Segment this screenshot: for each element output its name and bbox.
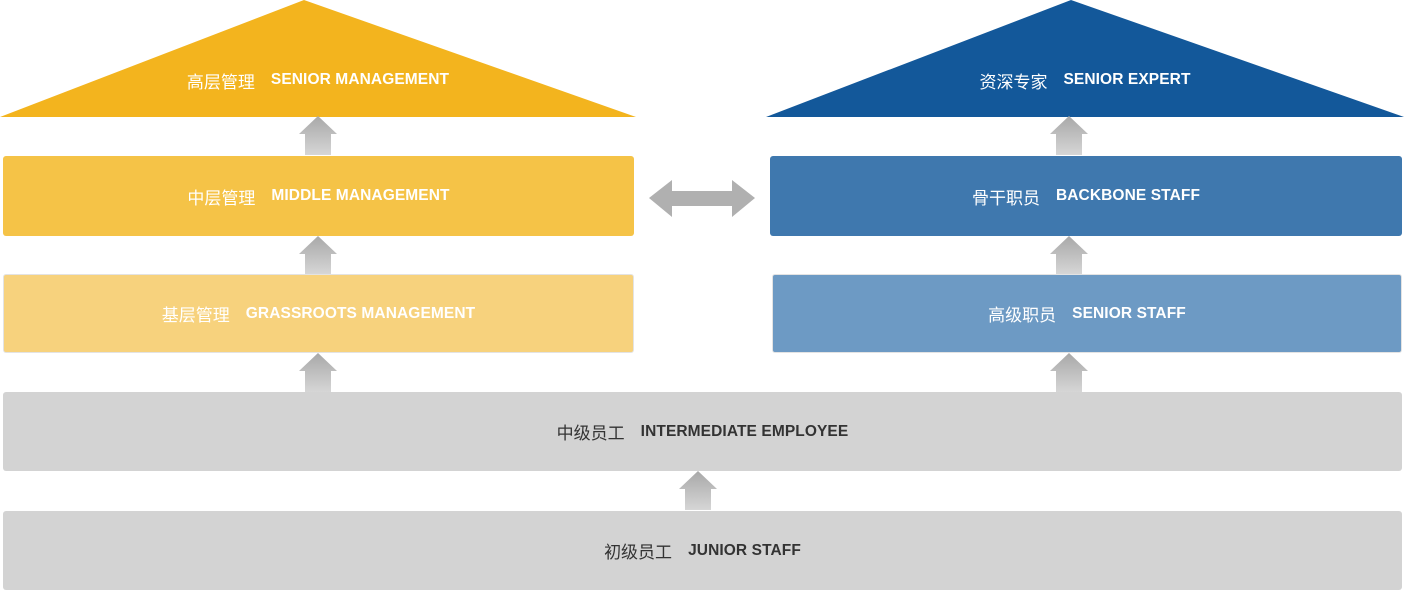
- senior-expert-en: SENIOR EXPERT: [1063, 71, 1191, 88]
- intermediate-employee-en: INTERMEDIATE EMPLOYEE: [640, 422, 849, 440]
- senior-management-triangle: [0, 0, 636, 117]
- up-arrow-icon: [299, 116, 337, 155]
- senior-expert-zh: 资深专家: [979, 72, 1048, 93]
- senior-staff-en: SENIOR STAFF: [1072, 304, 1186, 322]
- double-arrow-icon: [649, 180, 755, 217]
- senior-staff-box: 高级职员 SENIOR STAFF: [772, 274, 1402, 353]
- up-arrow-icon: [299, 236, 337, 274]
- grassroots-management-box: 基层管理 GRASSROOTS MANAGEMENT: [3, 274, 634, 353]
- senior-expert-label: 资深专家 SENIOR EXPERT: [766, 62, 1404, 98]
- up-arrow-icon: [1050, 236, 1088, 274]
- senior-management-en: SENIOR MANAGEMENT: [270, 71, 450, 88]
- backbone-staff-box: 骨干职员 BACKBONE STAFF: [770, 156, 1402, 236]
- up-arrow-icon: [1050, 353, 1088, 392]
- junior-staff-en: JUNIOR STAFF: [688, 541, 801, 559]
- senior-management-zh: 高层管理: [186, 72, 255, 93]
- senior-expert-triangle: [766, 0, 1404, 117]
- intermediate-employee-box: 中级员工 INTERMEDIATE EMPLOYEE: [3, 392, 1402, 471]
- intermediate-employee-zh: 中级员工: [556, 424, 625, 444]
- junior-staff-box: 初级员工 JUNIOR STAFF: [3, 511, 1402, 590]
- up-arrow-icon: [1050, 116, 1088, 155]
- junior-staff-zh: 初级员工: [604, 543, 673, 563]
- up-arrow-icon: [299, 353, 337, 392]
- senior-management-label: 高层管理 SENIOR MANAGEMENT: [0, 62, 636, 98]
- middle-management-en: MIDDLE MANAGEMENT: [271, 187, 450, 204]
- middle-management-zh: 中层管理: [187, 188, 256, 209]
- backbone-staff-en: BACKBONE STAFF: [1055, 187, 1201, 204]
- up-arrow-icon: [679, 471, 717, 510]
- backbone-staff-zh: 骨干职员: [971, 188, 1040, 209]
- senior-staff-zh: 高级职员: [988, 306, 1057, 326]
- grassroots-management-zh: 基层管理: [161, 306, 230, 326]
- grassroots-management-en: GRASSROOTS MANAGEMENT: [245, 304, 476, 322]
- middle-management-box: 中层管理 MIDDLE MANAGEMENT: [3, 156, 634, 236]
